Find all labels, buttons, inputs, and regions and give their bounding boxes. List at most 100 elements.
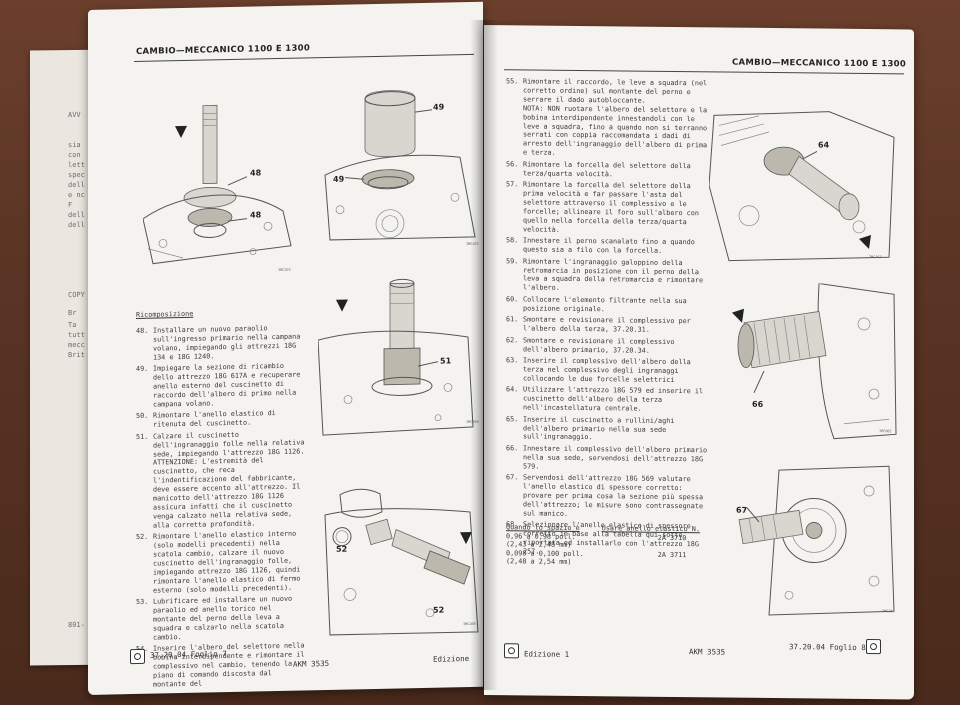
- back-page-fragment: Br: [68, 308, 77, 318]
- header-rule: [504, 69, 904, 75]
- figure-label: 66: [752, 399, 764, 409]
- figure-label: 48: [250, 210, 262, 220]
- step-number: 66.: [506, 444, 519, 453]
- figure-code: 3MC287: [882, 609, 895, 614]
- step-number: 57.: [506, 180, 519, 189]
- right-page-header: CAMBIO—MECCANICO 1100 E 1300: [732, 57, 907, 70]
- step-item: 67.Servendosi dell'attrezzo 18G 569 valu…: [506, 474, 711, 521]
- step-text: Servendosi dell'attrezzo 18G 569 valutar…: [523, 473, 708, 518]
- figure-49-diagram: [324, 90, 476, 241]
- step-text: Rimontare l'anello elastico interno (sol…: [153, 529, 305, 595]
- back-page-fragment: con: [68, 150, 81, 160]
- book-gutter: [470, 20, 498, 690]
- step-number: 48.: [136, 326, 149, 335]
- table-row: 0,098 a 0,100 poll.(2,48 a 2,54 mm) 2A 3…: [506, 549, 704, 568]
- step-number: 58.: [506, 236, 519, 245]
- back-page-fragment: AVV: [68, 110, 81, 120]
- left-steps: 48. Installare un nuovo paraolio sull'ing…: [136, 323, 306, 692]
- step-number: 60.: [506, 295, 519, 304]
- right-steps: 55.Rimontare il raccordo, le leve a squa…: [506, 77, 711, 561]
- step-text: Innestare il perno scanalato fino a quan…: [523, 236, 699, 255]
- right-footer-code: AKM 3535: [689, 647, 726, 657]
- step-item: 66.Innestare il complessivo dell'albero …: [506, 444, 711, 473]
- arrow-icon: [336, 299, 348, 312]
- step-number: 64.: [506, 385, 519, 394]
- back-page-fragment: mecc: [68, 340, 85, 350]
- table-row: 0,96 a 0,98 poll.(2,43 a 2,48 mm) 2A 371…: [506, 532, 704, 551]
- figure-51-diagram: [318, 278, 474, 436]
- publisher-logo-icon: [504, 643, 519, 659]
- figure-52-diagram: [324, 488, 479, 636]
- back-page-fragment: Brit: [68, 350, 85, 360]
- figure-label: 49: [433, 102, 445, 112]
- publisher-logo-icon: [866, 639, 881, 655]
- figure-label: 49: [333, 174, 345, 184]
- step-text: Calzare il cuscinetto dell'ingranaggio f…: [153, 430, 305, 530]
- step-number: 52.: [136, 533, 149, 542]
- step-item: 59.Rimontare l'ingranaggio galoppino del…: [506, 257, 711, 295]
- step-item: 63. Inserire il complessivo dell'albero d…: [506, 356, 711, 385]
- back-page-fragment: lett: [68, 160, 85, 170]
- back-page-fragment: dell: [68, 220, 85, 230]
- step-text: Rimontare il raccordo, le leve a squadra…: [523, 77, 708, 158]
- step-item: 50.Rimontare l'anello elastico di ritenu…: [136, 409, 306, 430]
- step-item: 48. Installare un nuovo paraolio sull'ing…: [136, 323, 306, 362]
- step-number: 63.: [506, 356, 519, 365]
- step-item: 64.Utilizzare l'attrezzo 18G 579 ed inse…: [506, 386, 711, 415]
- step-item: 57. Rimontare la forcella del selettore d…: [506, 180, 711, 236]
- back-page-fragment: dell: [68, 210, 85, 220]
- step-text: Rimontare la forcella del selettore dell…: [523, 180, 704, 234]
- step-number: 62.: [506, 335, 519, 344]
- publisher-logo-icon: [130, 648, 145, 665]
- step-text: Rimontare l'ingranaggio galoppino della …: [523, 257, 708, 293]
- figure-label: 52: [336, 544, 348, 554]
- figure-code: 3MC002: [879, 429, 892, 434]
- step-item: 65. Inserire il cuscinetto a rullini/aghi…: [506, 415, 711, 444]
- figure-label: 52: [433, 605, 445, 615]
- step-item: 61. Smontare e revisionare il complessivo…: [506, 315, 711, 335]
- step-text: Collocare l'elemento filtrante nella sua…: [523, 295, 691, 313]
- step-number: 50.: [136, 412, 149, 421]
- step-text: Installare un nuovo paraolio sull'ingres…: [153, 324, 305, 362]
- figure-67-diagram: [738, 465, 895, 616]
- right-footer-edition: Edizione 1: [524, 649, 570, 659]
- step-item: 56. Rimontare la forcella del selettore d…: [506, 160, 711, 180]
- step-text: Smontare e revisionare il complessivo pe…: [523, 315, 695, 334]
- left-footer-code: AKM 3535: [293, 658, 330, 669]
- back-page-fragment: dell: [68, 180, 85, 190]
- step-item: 62. Smontare e revisionare il complessivo…: [506, 336, 711, 356]
- table-cell: 2A 3711: [657, 550, 687, 560]
- arrow-icon: [460, 531, 472, 545]
- step-item: 49.Impiegare la sezione di ricambio dell…: [136, 362, 306, 410]
- step-item: 55.Rimontare il raccordo, le leve a squa…: [506, 77, 711, 159]
- figure-66-diagram: [732, 282, 897, 440]
- step-number: 56.: [506, 159, 519, 169]
- step-text: Lubrificare ed installare un nuovo parao…: [153, 594, 297, 642]
- arrow-icon: [732, 308, 744, 323]
- figure-code: 3MC203: [278, 267, 291, 273]
- step-number: 61.: [506, 315, 519, 324]
- arrow-icon: [859, 235, 871, 250]
- back-page-fragment: COPY: [68, 290, 85, 300]
- back-page-fragment: 801-: [68, 620, 85, 630]
- back-page-fragment: e nc: [68, 190, 85, 200]
- step-text: Smontare e revisionare il complessivo de…: [523, 336, 679, 355]
- back-page-fragment: Ta: [68, 320, 77, 330]
- step-text: Rimontare la forcella del selettore dell…: [523, 160, 695, 179]
- left-page: CAMBIO—MECCANICO 1100 E 1300 48 48 3MC20…: [88, 1, 483, 695]
- figure-label: 67: [736, 505, 748, 515]
- step-item: 58. Innestare il perno scanalato fino a q…: [506, 236, 711, 256]
- back-page-fragment: tutt: [68, 330, 85, 340]
- figure-label: 48: [250, 168, 262, 178]
- gap-table: Quando lo spazio è Usare anello elastico…: [506, 523, 704, 568]
- step-text: Inserire il complessivo dell'albero dell…: [523, 356, 695, 384]
- tool-shaft: [202, 104, 218, 184]
- step-text: Inserire il cuscinetto a rullini/aghi de…: [523, 415, 679, 442]
- step-text: Inserire l'albero del selettore nella bo…: [153, 641, 309, 689]
- left-page-header: CAMBIO—MECCANICO 1100 E 1300: [136, 43, 311, 57]
- step-item: 51.Calzare il cuscinetto dell'ingranaggi…: [136, 429, 306, 531]
- right-page: CAMBIO—MECCANICO 1100 E 1300 55.Rimontar…: [484, 25, 914, 700]
- step-number: 65.: [506, 414, 519, 424]
- figure-48-diagram: [143, 104, 292, 265]
- step-item: 53.Lubrificare ed installare un nuovo pa…: [136, 595, 306, 643]
